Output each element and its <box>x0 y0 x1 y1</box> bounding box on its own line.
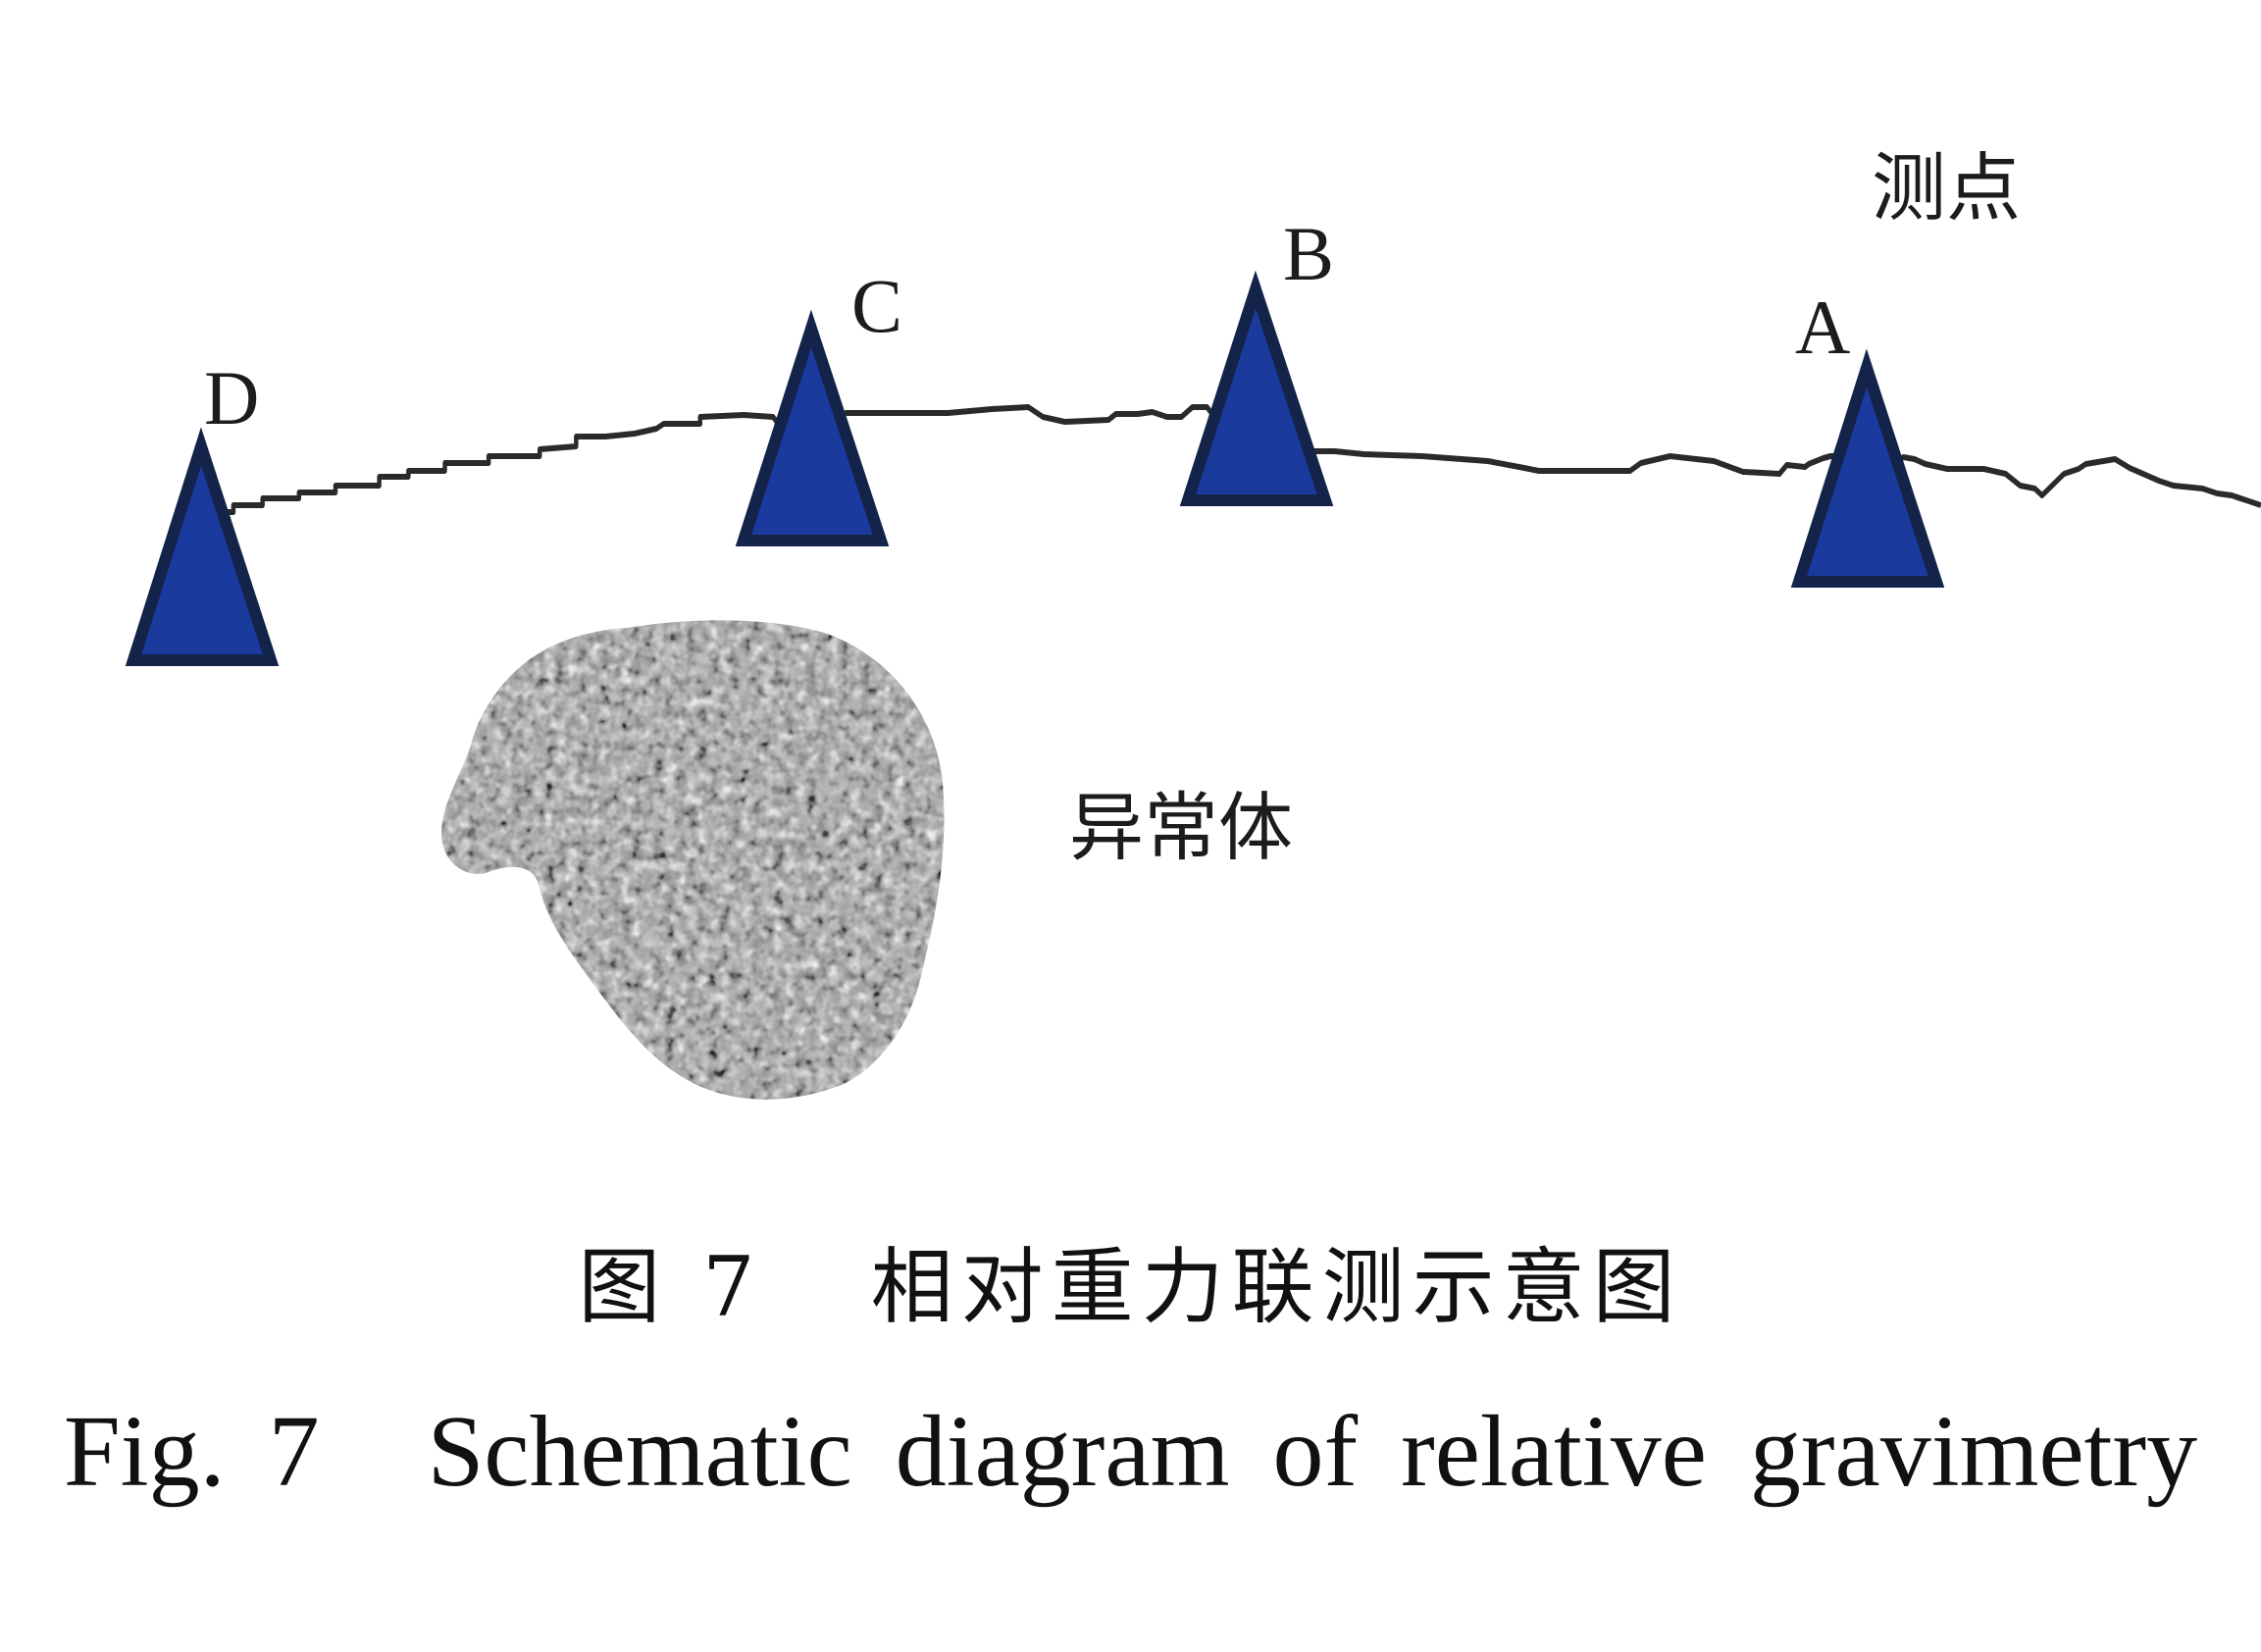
caption-english: Fig. 7 Schematic diagram of relative grav… <box>0 1393 2261 1510</box>
station-d-marker <box>125 427 280 666</box>
caption-cn-title: 相对重力联测示意图 <box>870 1239 1683 1335</box>
caption-chinese: 图 7 相对重力联测示意图 <box>0 1221 2261 1340</box>
caption-cn-number: 图 7 <box>578 1239 763 1335</box>
anomaly-label: 异常体 <box>1069 784 1293 871</box>
station-b-marker <box>1179 270 1334 506</box>
anomaly-body <box>441 620 945 1100</box>
caption-en-number: Fig. 7 <box>63 1395 320 1508</box>
station-a-label: A <box>1795 284 1850 370</box>
station-c-marker <box>735 309 890 546</box>
terrain-profile-line <box>169 404 2261 546</box>
station-b-label: B <box>1283 211 1334 296</box>
station-d-label: D <box>204 355 259 440</box>
station-c-label: C <box>851 263 902 348</box>
measurement-point-label: 测点 <box>1872 144 2021 232</box>
station-a-marker <box>1790 348 1945 588</box>
caption-en-title: Schematic diagram of relative gravimetry <box>427 1395 2198 1508</box>
